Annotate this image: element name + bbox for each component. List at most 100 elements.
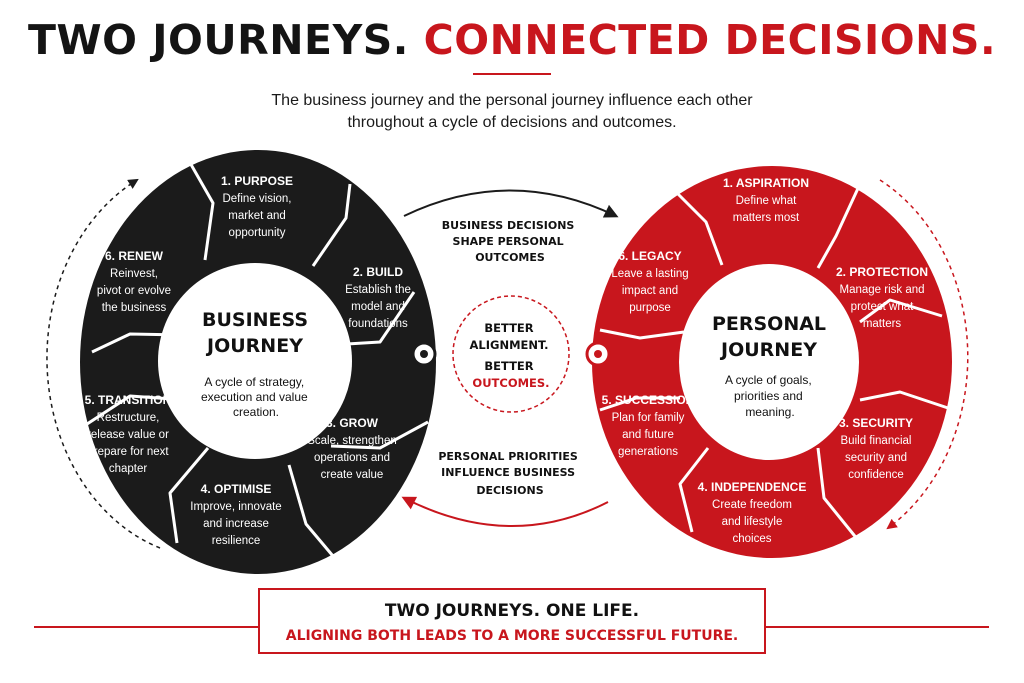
business-step-desc-line: Define vision, (222, 193, 291, 205)
business-journey-title-2: JOURNEY (205, 335, 303, 357)
personal-step-desc-line: Plan for family (612, 412, 685, 424)
page-title: TWO JOURNEYS. CONNECTED DECISIONS. (0, 16, 1024, 64)
personal-step-title: 4. INDEPENDENCE (698, 480, 807, 494)
business-desc-line: A cycle of strategy, (204, 375, 304, 389)
personal-cycle-dashed-arrow (879, 179, 969, 530)
title-part-2: CONNECTED DECISIONS. (423, 16, 997, 64)
personal-step-desc-line: and future (622, 429, 674, 441)
personal-step-desc-line: protect what (851, 301, 914, 313)
business-step-desc-line: foundations (348, 318, 408, 330)
personal-step-desc-line: choices (733, 533, 772, 545)
business-step-3: 3. GROW Scale, strengthen operations and cr… (307, 416, 397, 481)
personal-step-1: 1. ASPIRATION Define what matters most (723, 176, 809, 224)
personal-step-title: 3. SECURITY (839, 416, 913, 430)
business-step-title: 4. OPTIMISE (201, 482, 272, 496)
title-underline (473, 73, 551, 75)
personal-desc-line: priorities and (734, 389, 803, 403)
personal-step-desc-line: Create freedom (712, 499, 792, 511)
title-part-1: TWO JOURNEYS. (27, 16, 409, 64)
personal-step-desc-line: purpose (629, 302, 671, 314)
personal-journey-desc: A cycle of goals, priorities and meaning… (725, 373, 815, 419)
footer-line-1: TWO JOURNEYS. ONE LIFE. (384, 601, 640, 621)
personal-step-desc-line: generations (618, 446, 678, 458)
personal-step-desc-line: matters most (733, 212, 800, 224)
personal-step-desc-line: and lifestyle (722, 516, 783, 528)
business-step-desc-line: pivot or evolve (97, 285, 171, 297)
business-step-desc-line: Scale, strengthen (307, 435, 397, 447)
business-step-title: 6. RENEW (105, 249, 164, 263)
personal-step-4: 4. INDEPENDENCE Create freedom and lifesty… (698, 480, 807, 545)
business-step-5: 5. TRANSITION Restructure, release value o… (85, 393, 172, 475)
business-to-personal-arrow (403, 189, 619, 218)
business-step-desc-line: create value (321, 469, 384, 481)
personal-step-title: 5. SUCCESSION (602, 393, 695, 407)
personal-to-business-arrow (401, 496, 609, 528)
business-step-1: 1. PURPOSE Define vision, market and opport… (221, 174, 293, 239)
business-step-desc-line: the business (102, 302, 167, 314)
business-step-desc-line: and increase (203, 518, 269, 530)
business-step-desc-line: prepare for next (87, 446, 169, 458)
personal-step-desc-line: Define what (736, 195, 798, 207)
business-step-6: 6. RENEW Reinvest, pivot or evolve the busi… (97, 249, 171, 314)
business-step-4: 4. OPTIMISE Improve, innovate and increase… (190, 482, 281, 547)
business-step-desc-line: model and (351, 301, 405, 313)
personal-step-6: 6. LEGACY Leave a lasting impact and purpos… (611, 249, 688, 314)
business-step-2: 2. BUILD Establish the model and foundation… (345, 265, 411, 330)
business-step-title: 1. PURPOSE (221, 174, 293, 188)
personal-ring-inner (679, 264, 859, 460)
business-step-desc-line: Restructure, (97, 412, 160, 424)
business-steps: 1. PURPOSE Define vision, market and opport… (85, 174, 411, 547)
footer-line-2: ALIGNING BOTH LEADS TO A MORE SUCCESSFUL… (285, 628, 739, 644)
business-step-desc-line: market and (228, 210, 286, 222)
personal-ring-dividers (599, 183, 949, 541)
business-step-desc-line: release value or (87, 429, 169, 441)
page-subtitle: The business journey and the personal jo… (0, 90, 1024, 134)
business-journey-title-1: BUSINESS (202, 309, 308, 331)
business-step-desc-line: Reinvest, (110, 268, 158, 280)
personal-journey-title-1: PERSONAL (712, 313, 826, 335)
business-desc-line: execution and value (201, 390, 308, 404)
personal-step-desc-line: Manage risk and (839, 284, 924, 296)
business-decisions-label: BUSINESS DECISIONS SHAPE PERSONAL OUTCOM… (442, 219, 578, 264)
alignment-circle (452, 295, 570, 413)
personal-step-desc-line: confidence (848, 469, 904, 481)
business-step-desc-line: Establish the (345, 284, 411, 296)
personal-journey-title-2: JOURNEY (719, 339, 817, 361)
personal-step-3: 3. SECURITY Build financial security and co… (839, 416, 913, 481)
business-step-desc-line: opportunity (229, 227, 286, 239)
personal-step-5: 5. SUCCESSION Plan for family and future ge… (602, 393, 695, 458)
personal-step-desc-line: Leave a lasting (611, 268, 688, 280)
business-step-desc-line: Improve, innovate (190, 501, 281, 513)
alignment-text: BETTER ALIGNMENT. BETTER OUTCOMES. (470, 321, 553, 390)
personal-step-title: 1. ASPIRATION (723, 176, 809, 190)
business-step-desc-line: chapter (109, 463, 148, 475)
personal-step-desc-line: Build financial (841, 435, 912, 447)
business-connector-dot-inner (420, 350, 428, 358)
personal-connector-dot-inner (594, 350, 602, 358)
subtitle-line-1: The business journey and the personal jo… (271, 92, 753, 109)
personal-step-2: 2. PROTECTION Manage risk and protect what… (836, 265, 928, 330)
business-step-desc-line: operations and (314, 452, 390, 464)
business-step-title: 3. GROW (326, 416, 379, 430)
business-step-desc-line: resilience (212, 535, 261, 547)
subtitle-line-2: throughout a cycle of decisions and outc… (347, 114, 677, 131)
personal-desc-line: A cycle of goals, (725, 373, 812, 387)
business-step-title: 5. TRANSITION (85, 393, 172, 407)
personal-step-desc-line: security and (845, 452, 907, 464)
personal-priorities-label: PERSONAL PRIORITIES INFLUENCE BUSINESS D… (438, 450, 581, 497)
personal-desc-line: meaning. (745, 405, 794, 419)
business-ring-inner (158, 263, 352, 459)
footer-box: TWO JOURNEYS. ONE LIFE. ALIGNING BOTH LE… (258, 588, 766, 654)
personal-steps: 1. ASPIRATION Define what matters most 2. P… (602, 176, 928, 545)
business-desc-line: creation. (233, 405, 279, 419)
business-ring (80, 150, 436, 574)
personal-ring (592, 166, 952, 558)
personal-step-title: 6. LEGACY (618, 249, 681, 263)
business-cycle-dashed-arrow (46, 178, 161, 549)
business-step-title: 2. BUILD (353, 265, 403, 279)
business-journey-desc: A cycle of strategy, execution and value… (201, 375, 311, 419)
personal-step-title: 2. PROTECTION (836, 265, 928, 279)
personal-step-desc-line: impact and (622, 285, 678, 297)
personal-step-desc-line: matters (863, 318, 902, 330)
